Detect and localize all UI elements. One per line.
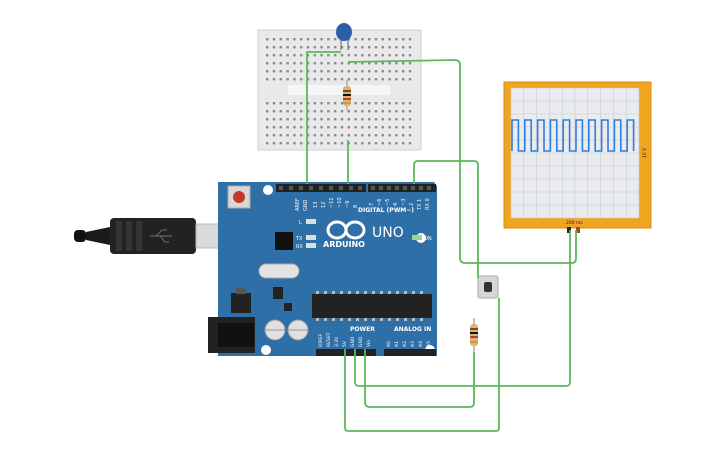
led-rx-label: RX: [296, 244, 303, 250]
pin-label: A0: [386, 341, 392, 347]
pin-label: RX 0: [425, 198, 431, 210]
pin-label: 4: [393, 203, 399, 206]
scope-time-label: 200 ms: [566, 220, 583, 226]
pin-label: GND: [358, 336, 364, 347]
analog-header: [384, 349, 436, 356]
arduino-brand: ARDUINO: [323, 240, 365, 249]
arduino-uno-board[interactable]: AREF GND 13 12 ~11 ~10 ~9 8 7 ~6 ~5 4 ~3…: [208, 182, 437, 356]
usb-icon: [150, 229, 172, 243]
atmega-chip: [312, 294, 432, 318]
led-tx: [306, 235, 316, 240]
breadboard-channel: [288, 85, 390, 95]
pin-label: A1: [394, 341, 400, 347]
pin-label: ~10: [337, 197, 343, 208]
pin-label: RESET: [326, 332, 332, 347]
wire-5v-button[interactable]: [344, 298, 500, 432]
scope-grid: [510, 87, 640, 219]
on-label: ON: [424, 236, 432, 242]
pin-label: 12: [321, 202, 327, 208]
wire-signal-scope[interactable]: [347, 59, 577, 264]
pin-label: 2: [409, 203, 415, 206]
pin-label: A4: [418, 341, 424, 347]
scope-volt-label: 10 V: [642, 147, 648, 158]
pin-label: ~11: [329, 197, 335, 208]
voltage-regulator: [231, 293, 251, 313]
pin-label: ~9: [345, 201, 351, 208]
digital-header-right: [368, 184, 436, 192]
pin-label: A5: [426, 341, 432, 347]
pin-label: AREF: [295, 198, 301, 211]
usb-cable-strain: [86, 227, 110, 245]
pin-label: A3: [410, 341, 416, 347]
digital-label: DIGITAL (PWM~): [358, 207, 414, 214]
wire-gnd-resistor[interactable]: [364, 349, 475, 408]
pin-label: IOREF: [318, 333, 324, 347]
analog-label: ANALOG IN: [394, 326, 431, 333]
power-header: [316, 349, 376, 356]
resistor-pulldown[interactable]: [470, 318, 478, 352]
scope-trace: [511, 119, 635, 152]
reset-button-cap[interactable]: [233, 191, 245, 203]
led-l-label: L: [299, 220, 302, 226]
led-rx: [306, 243, 316, 248]
pin-label: 3.3V: [334, 336, 340, 347]
usb-cable[interactable]: [74, 218, 223, 254]
pin-label: 7: [369, 203, 375, 206]
capacitor-disc: [336, 23, 352, 41]
uno-model: UNO: [372, 225, 404, 241]
ceramic-capacitor[interactable]: [336, 23, 352, 50]
crystal-oscillator: [258, 263, 300, 279]
power-led: [412, 235, 422, 240]
pin-label: ~3: [401, 199, 407, 206]
oscilloscope[interactable]: 200 ms 10 V: [503, 81, 652, 233]
power-label: POWER: [350, 326, 375, 333]
pin-label: ~6: [377, 199, 383, 206]
wire-gnd-cap[interactable]: [306, 51, 341, 184]
mount-hole: [263, 185, 273, 195]
push-button-cap[interactable]: [484, 282, 492, 292]
pin-label: 8: [353, 205, 359, 208]
wires[interactable]: [306, 51, 577, 432]
led-tx-label: TX: [295, 236, 303, 242]
breadboard-holes: [266, 38, 412, 145]
wire-pin2-button[interactable]: [413, 160, 479, 278]
wire-gnd-scope[interactable]: [354, 230, 571, 387]
scope-probe-pos[interactable]: [576, 227, 580, 233]
pin-label: GND: [350, 336, 356, 347]
led-l: [306, 219, 316, 224]
scope-probe-neg[interactable]: [567, 227, 571, 233]
pin-label: Vin: [366, 340, 372, 347]
pin-label: A2: [402, 341, 408, 347]
pin-label: 5V: [342, 340, 348, 347]
pin-label: GND: [303, 199, 309, 211]
usb-cable-end: [74, 230, 86, 242]
resistor-breadboard[interactable]: [343, 80, 351, 110]
pin-label: TX 1: [417, 199, 423, 211]
push-button[interactable]: [477, 275, 499, 299]
arduino-infinity-icon: [326, 220, 366, 240]
usb-chip: [275, 232, 293, 250]
pin-label: 13: [313, 202, 319, 208]
pin-label: ~5: [385, 199, 391, 206]
breadboard[interactable]: [257, 29, 422, 151]
mount-hole: [261, 345, 271, 355]
